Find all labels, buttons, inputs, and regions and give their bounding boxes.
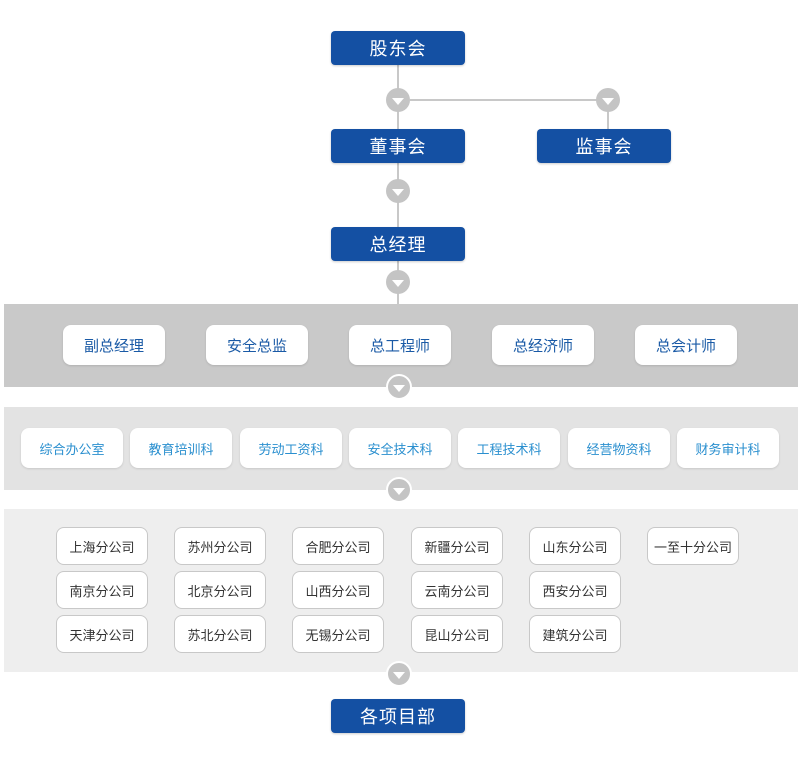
arrow-down-icon (386, 477, 412, 503)
dept-card: 财务审计科 (677, 428, 779, 468)
exec-card: 总经济师 (492, 325, 594, 365)
gm-box: 总经理 (331, 227, 465, 261)
branch-card: 苏北分公司 (174, 615, 266, 653)
branch-card: 无锡分公司 (292, 615, 384, 653)
projects-box: 各项目部 (331, 699, 465, 733)
dept-card: 经营物资科 (568, 428, 670, 468)
branch-card: 山东分公司 (529, 527, 621, 565)
exec-card: 总会计师 (635, 325, 737, 365)
dept-card: 综合办公室 (21, 428, 123, 468)
dept-card: 安全技术科 (349, 428, 451, 468)
exec-card: 总工程师 (349, 325, 451, 365)
exec-card: 安全总监 (206, 325, 308, 365)
shareholders-box: 股东会 (331, 31, 465, 65)
arrow-down-icon (386, 374, 412, 400)
arrow-down-icon (386, 88, 410, 112)
branch-card: 一至十分公司 (647, 527, 739, 565)
dept-card: 教育培训科 (130, 428, 232, 468)
connector-supervisors-down (607, 100, 609, 130)
arrow-down-icon (386, 179, 410, 203)
branch-card: 合肥分公司 (292, 527, 384, 565)
branch-card: 西安分公司 (529, 571, 621, 609)
supervisors-box: 监事会 (537, 129, 671, 163)
arrow-down-icon (596, 88, 620, 112)
exec-card: 副总经理 (63, 325, 165, 365)
board-box: 董事会 (331, 129, 465, 163)
dept-card: 工程技术科 (458, 428, 560, 468)
dept-card: 劳动工资科 (240, 428, 342, 468)
branch-card: 山西分公司 (292, 571, 384, 609)
arrow-down-icon (386, 661, 412, 687)
arrow-down-icon (386, 270, 410, 294)
branch-card: 昆山分公司 (411, 615, 503, 653)
branch-card: 新疆分公司 (411, 527, 503, 565)
connector-to-supervisors (410, 99, 608, 101)
branch-card: 南京分公司 (56, 571, 148, 609)
branch-card: 云南分公司 (411, 571, 503, 609)
branch-card: 苏州分公司 (174, 527, 266, 565)
branch-card: 北京分公司 (174, 571, 266, 609)
branch-card: 天津分公司 (56, 615, 148, 653)
branch-card: 上海分公司 (56, 527, 148, 565)
branch-card: 建筑分公司 (529, 615, 621, 653)
